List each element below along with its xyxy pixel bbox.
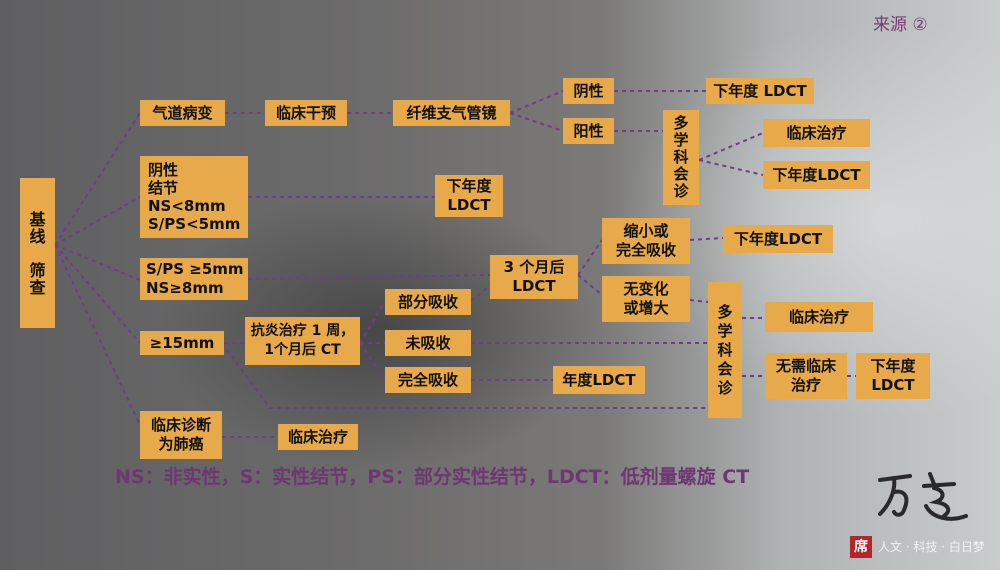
- node-bronchoscopy: 纤维支气管镜: [393, 100, 510, 126]
- link-anti-partial: [359, 300, 386, 344]
- link-sps-3months: [247, 274, 491, 280]
- link-15mm-mdt2: [221, 342, 708, 409]
- node-partial-absorb: 部分吸收: [385, 289, 471, 315]
- link-shrink-ldct: [689, 237, 724, 241]
- link-mdt1-treatment: [698, 132, 764, 161]
- node-clinical-diagnosis: 临床诊断 为肺癌: [140, 411, 222, 459]
- node-airway-lesion: 气道病变: [140, 100, 225, 126]
- brand-logo-icon: [878, 472, 968, 521]
- brand-seal: 席: [850, 536, 872, 558]
- node-ldct-next-year-5: 下年度 LDCT: [856, 353, 930, 399]
- node-s-ps-5mm: S/PS ≥5mm NS≥8mm: [140, 258, 248, 300]
- node-mdt-1: 多 学 科 会 诊: [663, 110, 699, 205]
- node-no-change: 无变化 或增大: [602, 276, 690, 322]
- node-ldct-next-year-4: 下年度LDCT: [723, 225, 833, 253]
- node-negative: 阴性: [563, 78, 614, 104]
- node-clinical-treatment-3: 临床治疗: [278, 424, 358, 450]
- link-bronchoscopy-negative: [509, 90, 564, 114]
- node-ldct-next-year-1: 下年度 LDCT: [706, 78, 814, 104]
- node-clinical-treatment-1: 临床治疗: [763, 119, 870, 147]
- node-ldct-next-year-3: 下年度 LDCT: [435, 175, 503, 217]
- link-nochange-mdt2: [689, 299, 709, 303]
- node-not-absorbed: 未吸收: [385, 330, 471, 356]
- node-ge-15mm: ≥15mm: [140, 331, 224, 355]
- node-annual-ldct: 年度LDCT: [553, 366, 645, 394]
- legend-abbreviations: NS：非实性，S：实性结节，PS：部分实性结节，LDCT：低剂量螺旋 CT: [115, 466, 750, 488]
- link-root-15mm: [54, 244, 141, 344]
- node-shrink: 缩小或 完全吸收: [602, 218, 690, 264]
- node-full-absorb: 完全吸收: [385, 367, 471, 393]
- link-bronchoscopy-positive: [509, 112, 564, 132]
- node-positive: 阳性: [563, 118, 614, 144]
- node-no-treatment: 无需临床 治疗: [765, 353, 847, 399]
- source-label: 来源 ②: [873, 15, 928, 35]
- node-clinical-intervention: 临床干预: [265, 100, 347, 126]
- node-anti-inflammatory: 抗炎治疗 1 周， 1个月后 CT: [245, 317, 360, 365]
- link-root-s-ps: [54, 244, 141, 281]
- link-root-negative-nodule: [54, 196, 141, 246]
- brand-tagline: 人文 · 科技 · 白日梦: [878, 540, 985, 554]
- link-anti-fullabs: [359, 342, 386, 381]
- link-3months-shrink: [577, 239, 603, 276]
- node-mdt-2: 多 学 科 会 诊: [708, 282, 742, 418]
- node-three-months: 3 个月后 LDCT: [490, 255, 578, 299]
- node-ldct-next-year-2: 下年度LDCT: [763, 161, 870, 189]
- link-3months-nochange: [577, 274, 603, 296]
- node-clinical-treatment-2: 临床治疗: [765, 302, 873, 332]
- link-root-airway: [54, 112, 141, 246]
- link-partial-3months: [470, 284, 491, 302]
- node-baseline-screening: 基 线 筛 查: [20, 178, 55, 328]
- link-root-diagnosis: [54, 244, 141, 426]
- link-mdt1-ldct: [698, 159, 764, 176]
- node-negative-nodule: 阴性 结节 NS<8mm S/PS<5mm: [140, 156, 248, 238]
